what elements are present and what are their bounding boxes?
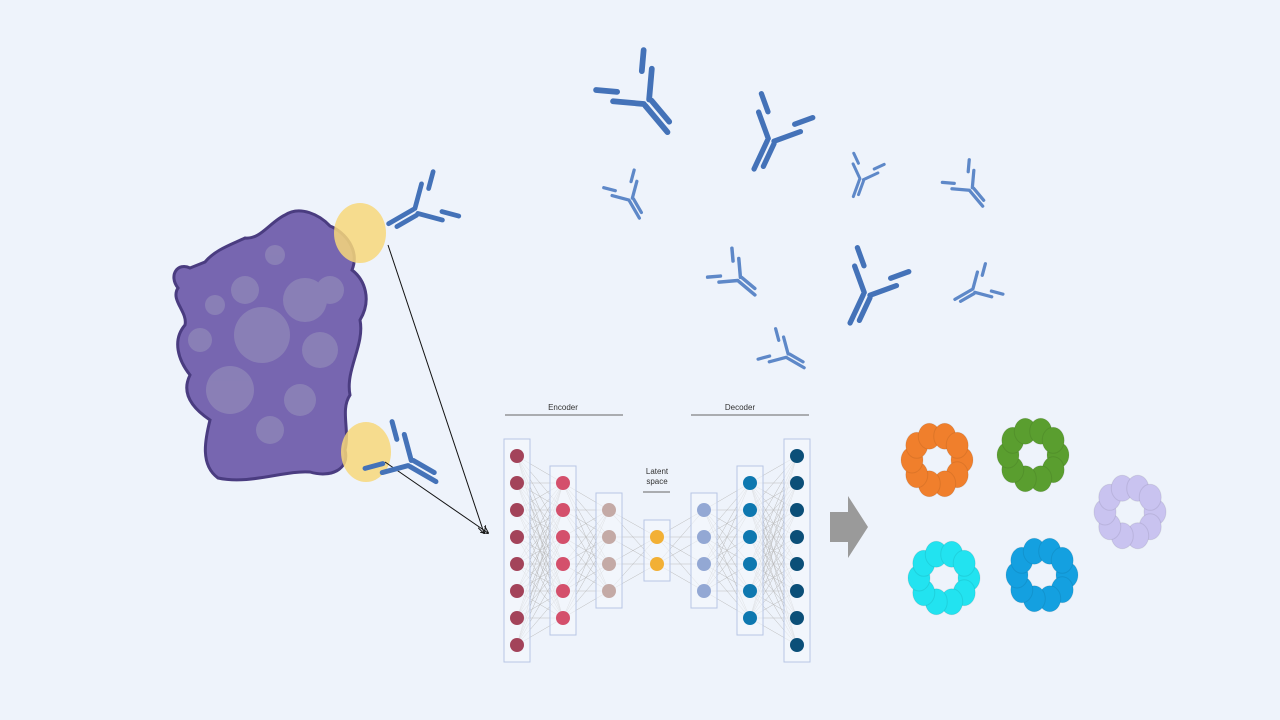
neuron xyxy=(602,557,616,571)
antibody-icon xyxy=(945,262,1005,318)
neuron xyxy=(790,476,804,490)
neuron xyxy=(556,530,570,544)
neuron xyxy=(743,503,757,517)
neuron xyxy=(650,530,664,544)
neuron xyxy=(790,530,804,544)
neuron xyxy=(790,611,804,625)
neuron xyxy=(510,611,524,625)
neuron xyxy=(697,530,711,544)
neuron xyxy=(790,449,804,463)
antibody-icon xyxy=(377,172,459,249)
neuron xyxy=(790,503,804,517)
generated-structure-blue xyxy=(1005,537,1079,613)
neuron xyxy=(697,584,711,598)
epitope-top xyxy=(334,203,386,263)
neuron xyxy=(556,557,570,571)
neuron xyxy=(790,557,804,571)
arrow-epitope-top xyxy=(387,244,484,533)
antigen-protein xyxy=(172,209,368,482)
generated-structure-lavender xyxy=(1093,474,1167,550)
neuron xyxy=(697,503,711,517)
generated-structure-orange xyxy=(900,422,974,498)
antibody-icon xyxy=(838,151,886,205)
layer-box xyxy=(549,465,577,636)
neuron xyxy=(556,476,570,490)
neuron xyxy=(510,584,524,598)
latent-space-label: Latent space xyxy=(645,467,669,486)
neuron xyxy=(602,584,616,598)
neuron xyxy=(790,584,804,598)
layer-box xyxy=(736,465,764,636)
antibody-icon xyxy=(596,50,694,150)
antibody-icon xyxy=(756,327,816,383)
layer-box xyxy=(783,438,811,663)
antibody-icon xyxy=(827,248,909,337)
neuron xyxy=(743,584,757,598)
encoder-label: Encoder xyxy=(548,403,578,412)
generated-structure-cyan xyxy=(907,540,981,616)
neuron xyxy=(510,476,524,490)
neuron xyxy=(790,638,804,652)
antibody-icon xyxy=(940,158,1000,218)
layer-box xyxy=(643,519,671,582)
neuron xyxy=(602,503,616,517)
neuron xyxy=(556,611,570,625)
neuron xyxy=(602,530,616,544)
neuron xyxy=(510,530,524,544)
neuron xyxy=(697,557,711,571)
neuron xyxy=(510,449,524,463)
layer-box xyxy=(503,438,531,663)
neuron xyxy=(510,638,524,652)
arrow-epitope-bottom xyxy=(384,461,488,533)
neuron xyxy=(743,476,757,490)
neuron xyxy=(743,530,757,544)
antibody-icon xyxy=(602,168,658,228)
antibody-icon xyxy=(705,246,771,310)
decoder-label: Decoder xyxy=(724,403,756,412)
neuron xyxy=(556,503,570,517)
neuron xyxy=(743,611,757,625)
neuron xyxy=(650,557,664,571)
output-arrow-icon xyxy=(830,496,868,558)
neuron xyxy=(510,557,524,571)
neuron xyxy=(743,557,757,571)
antibody-icon xyxy=(731,94,813,183)
generated-structure-green xyxy=(996,417,1070,493)
neuron xyxy=(556,584,570,598)
neuron xyxy=(510,503,524,517)
